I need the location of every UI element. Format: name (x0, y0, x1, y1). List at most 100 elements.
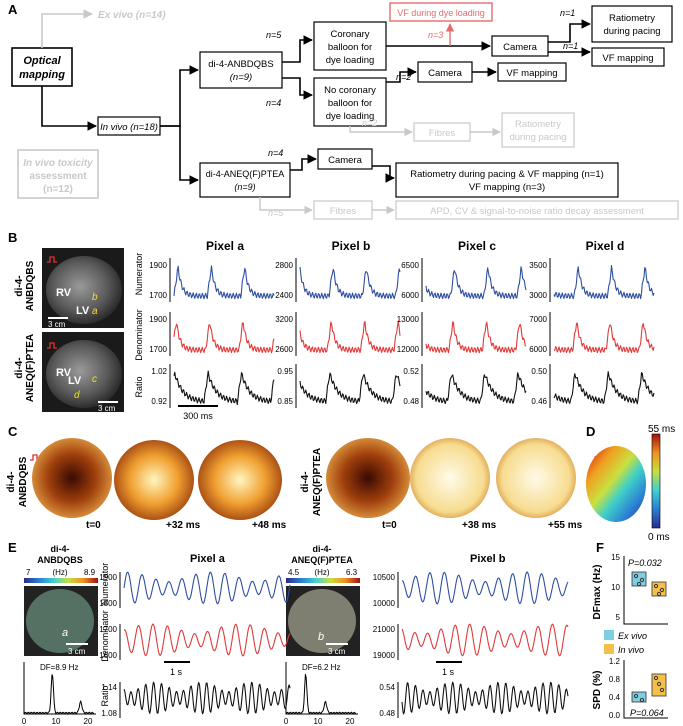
e-cb1-bar (24, 578, 98, 583)
b-pt-c: c (92, 374, 97, 385)
e-cb1-unit: (Hz) (52, 568, 67, 577)
f-p1-t1: 10 (611, 583, 620, 592)
b-tick-c-2-lo: 0.48 (403, 397, 419, 406)
n1a-label: n=1 (560, 8, 575, 18)
b-row1-label: ANBDQBS (25, 260, 36, 311)
c-row1-line1: di-4- (6, 471, 17, 492)
b-tick-a-2-lo: 0.92 (151, 397, 167, 406)
optical-mapping-line1: Optical (23, 55, 61, 67)
apd-label: APD, CV & signal-to-noise ratio decay as… (430, 206, 644, 217)
panel-label-b: B (8, 230, 17, 245)
e-trace-group: 19001800170016001.141.081050010000210001… (99, 571, 569, 718)
arrow-aneq-fibres (259, 197, 313, 215)
arrow-nocoronary-camera (386, 67, 417, 83)
anbdqbs-line1: di-4-ANBDQBS (208, 59, 273, 70)
b-pt-a: a (92, 306, 98, 317)
b-trace-d-0 (553, 265, 655, 300)
panel-label-a: A (8, 2, 18, 17)
b-tick-c-1-hi: 13000 (397, 315, 420, 324)
f-pvalue-2: P=0.064 (630, 708, 664, 718)
d-min: 0 ms (648, 532, 670, 543)
f-point-2-3 (659, 687, 665, 693)
e-one-s-1: 1 s (170, 667, 183, 677)
fibres-label-1: Fibres (429, 128, 456, 139)
e-pix-b: Pixel b (470, 553, 506, 565)
e-one-s-2: 1 s (442, 667, 455, 677)
coronary-box (313, 21, 387, 71)
ratio-vf-line2: VF mapping (n=3) (469, 182, 545, 193)
b-trace-a-1 (173, 322, 275, 354)
e-tick-0-1-hi: 1700 (99, 625, 117, 634)
c-map-2 (114, 440, 194, 520)
f-point-2-0 (633, 693, 639, 699)
arrow-to-invivo (41, 86, 97, 131)
e-spec1-t2: 20 (84, 717, 93, 726)
f-legend-exvivo-swatch (604, 630, 614, 640)
toxicity-line2: assessment (29, 171, 87, 182)
b-trace-c-2 (425, 372, 527, 405)
f-point-1-3 (653, 583, 659, 589)
b-ylabel-num: Numerator (134, 253, 144, 296)
vfmap-box-1 (591, 47, 665, 67)
aneq-line2: (n=9) (234, 182, 255, 192)
b-lv-2: LV (68, 375, 82, 387)
camera-label-1: Camera (503, 42, 538, 53)
e-pt-b: b (318, 631, 324, 643)
ratio-pacing-line2: during pacing (603, 26, 660, 37)
e-spec2-t0: 0 (284, 717, 289, 726)
arrow-camera3-ratio (372, 165, 395, 183)
c-time-4: t=0 (382, 520, 397, 531)
vf-dye-label: VF during dye loading (397, 8, 485, 18)
toxicity-box (17, 149, 99, 199)
arrow-camera-ratio (548, 19, 591, 43)
f-legend-exvivo: Ex vivo (618, 631, 647, 641)
b-trace-c-1 (425, 321, 527, 354)
vfmap-label-1: VF mapping (602, 53, 653, 64)
arrow-to-anbdqbs (160, 65, 199, 127)
f-point-1-0 (633, 573, 639, 579)
n2a-label: n=2 (396, 72, 411, 82)
e-spec1-t0: 0 (22, 717, 27, 726)
e-dye2-line2: ANEQ(F)PTEA (291, 555, 353, 565)
f-p1-t0: 15 (611, 553, 620, 562)
f-box-invivo-1 (651, 581, 667, 597)
coronary-line1: Coronary (330, 29, 369, 40)
e-pt-a: a (62, 627, 68, 639)
b-pixel-title-d: Pixel d (586, 239, 625, 253)
d-max: 55 ms (648, 424, 675, 435)
f-point-1-1 (639, 577, 645, 583)
e-spectrum-1: DF=8.9 Hz 0 10 20 (22, 662, 96, 726)
f-point-2-1 (639, 697, 645, 703)
f-legend-invivo: In vivo (618, 645, 644, 655)
f-pvalue-1: P=0.032 (628, 558, 662, 568)
b-pacing-icon-2 (47, 342, 57, 349)
c-map-5 (410, 438, 490, 518)
ratio-grey-line2: during pacing (509, 132, 566, 143)
aneq-line1: di-4-ANEQ(F)PTEA (206, 169, 285, 179)
b-tick-d-1-lo: 6000 (529, 345, 547, 354)
b-tick-a-1-lo: 1700 (149, 345, 167, 354)
b-trace-b-1 (299, 320, 401, 354)
arrow-aneq-camera (290, 154, 317, 171)
e-tick-1-0-lo: 10000 (373, 599, 396, 608)
b-trace-c-0 (425, 266, 527, 300)
b-tick-d-0-lo: 3000 (529, 291, 547, 300)
b-tick-b-1-lo: 2600 (275, 345, 293, 354)
b-heart-shape-1 (46, 256, 122, 324)
e-trace-1-1 (401, 623, 569, 657)
b-pt-b: b (92, 292, 98, 303)
b-trace-b-0 (299, 267, 401, 300)
b-trace-a-0 (173, 265, 275, 300)
ratio-grey-line1: Ratiometry (515, 119, 561, 130)
anbdqbs-line2: (n=9) (230, 72, 252, 83)
c-map-6 (496, 438, 576, 518)
panel-label-e: E (8, 540, 17, 555)
e-tick-0-2-lo: 1.08 (101, 709, 117, 718)
camera-label-3: Camera (328, 155, 363, 166)
b-tick-c-2-hi: 0.52 (403, 367, 419, 376)
c-time-5: +38 ms (462, 520, 497, 531)
anbdqbs-box (199, 51, 283, 89)
c-time-1: t=0 (86, 520, 101, 531)
n2b-label: n=2 (362, 118, 377, 128)
e-scale-2: 3 cm (328, 647, 346, 656)
